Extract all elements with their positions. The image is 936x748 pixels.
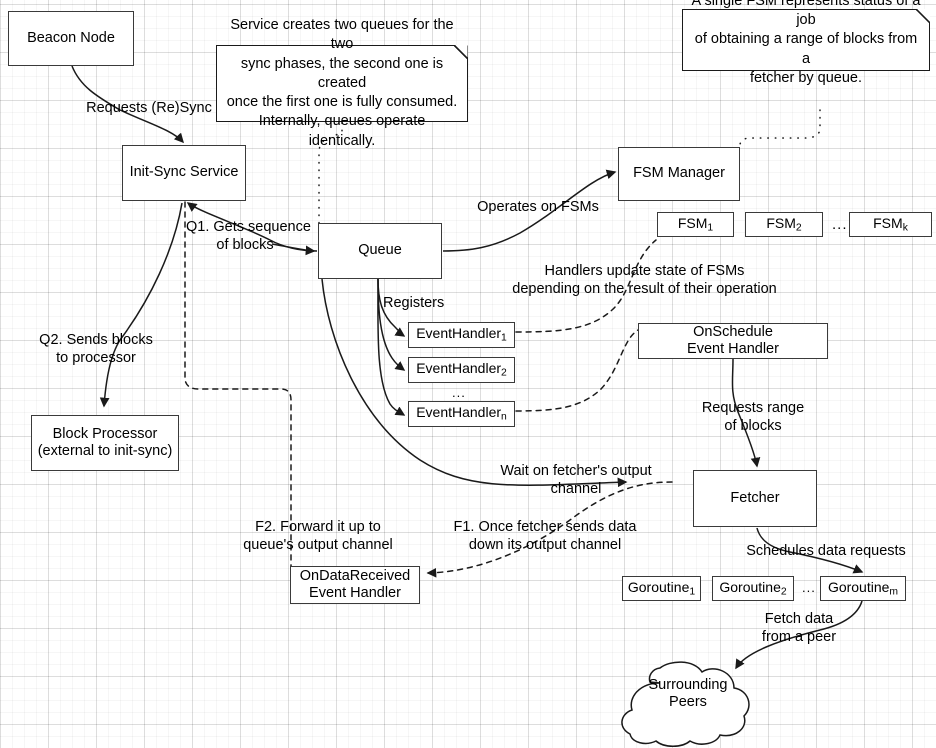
block-processor-label-1: Block Processor (52, 425, 158, 442)
node-fsm-k[interactable]: FSMk (849, 212, 932, 237)
edge-onschedule-to-fetcher (731, 358, 761, 468)
label-f1-once-fetcher: F1. Once fetcher sends data down its out… (453, 519, 637, 553)
edge-initsync-to-blockprocessor-q2 (99, 202, 183, 408)
label-q1-gets-sequence: Q1. Gets sequence of blocks (186, 219, 311, 253)
ondatareceived-label-2: Event Handler (309, 585, 401, 601)
note-fsm: A single FSM represents status of a job … (682, 0, 930, 86)
label-operates-on-fsms: Operates on FSMs (477, 199, 599, 215)
fsm-k-subscript: k (902, 222, 908, 234)
edge-queue-to-eventhandlern (377, 278, 406, 416)
fsm-2-subscript: 2 (795, 222, 802, 234)
onschedule-label-2: Event Handler (687, 341, 779, 357)
edge-eventhandlern-to-onschedule (515, 329, 639, 412)
label-handlers-update-fsms: Handlers update state of FSMs depending … (512, 263, 777, 297)
node-fsm-1[interactable]: FSM1 (657, 212, 734, 237)
label-requests-resync: Requests (Re)Sync (86, 100, 212, 116)
node-event-handler-1[interactable]: EventHandler1 (408, 322, 515, 348)
edge-eventhandler1-to-fsm1 (515, 239, 657, 333)
label-schedules-data-requests: Schedules data requests (746, 543, 906, 559)
edge-initsync-to-queue (271, 243, 316, 256)
event-handler-2-subscript: 2 (501, 367, 507, 379)
ondatareceived-label-1: OnDataReceived (299, 567, 411, 584)
note-queue-text: Service creates two queues for the two s… (226, 17, 458, 149)
edge-fetcher-to-ondatareceived-f1 (426, 481, 673, 578)
goroutine-1-subscript: 1 (689, 586, 696, 598)
edge-goroutinem-to-peers (735, 600, 863, 670)
label-fetch-data-from-peer: Fetch data from a peer (761, 611, 837, 645)
goroutine-1-label: Goroutine (627, 578, 690, 595)
surrounding-peers-cloud-shape[interactable] (621, 661, 750, 747)
label-f2-forward: F2. Forward it up to queue's output chan… (243, 519, 393, 553)
goroutine-2-subscript: 2 (780, 586, 787, 598)
onschedule-label-1: OnSchedule (693, 323, 773, 340)
goroutine-m-subscript: m (889, 586, 899, 598)
node-queue[interactable]: Queue (318, 223, 442, 279)
note-queue: Service creates two queues for the two s… (216, 17, 468, 149)
event-handler-1-subscript: 1 (501, 332, 507, 344)
node-block-processor[interactable]: Block Processor (external to init-sync) (31, 415, 179, 471)
label-registers: Registers (383, 295, 445, 311)
surrounding-peers-label: Surrounding Peers (634, 677, 742, 712)
node-goroutine-1[interactable]: Goroutine1 (622, 576, 701, 601)
node-event-handler-2[interactable]: EventHandler2 (408, 357, 515, 383)
node-ondatareceived-event-handler[interactable]: OnDataReceived Event Handler (290, 566, 420, 604)
queue-label: Queue (358, 242, 402, 259)
edge-beacon-to-initsync (71, 65, 184, 144)
node-goroutine-2[interactable]: Goroutine2 (712, 576, 794, 601)
edge-queue-to-eventhandler1 (377, 278, 406, 337)
label-requests-range-of-blocks: Requests range of blocks (701, 400, 805, 434)
edge-note-queue-dotted (318, 121, 343, 224)
note-fsm-fold-icon (916, 9, 930, 23)
node-beacon-node[interactable]: Beacon Node (8, 11, 134, 66)
fsm-manager-label: FSM Manager (633, 165, 725, 182)
fetcher-label: Fetcher (730, 489, 780, 506)
edge-initsync-dashed-down (184, 201, 292, 567)
goroutine-row-ellipsis: ... (802, 580, 816, 595)
edge-fetcher-to-goroutinem (756, 527, 864, 574)
goroutine-2-label: Goroutine (719, 578, 781, 595)
fsm-2-label: FSM (766, 214, 796, 231)
edge-queue-to-fsmmanager (442, 169, 617, 252)
node-fsm-2[interactable]: FSM2 (745, 212, 823, 237)
edge-queue-to-fetcher-wait (321, 278, 628, 488)
label-q2-sends-blocks: Q2. Sends blocks to processor (39, 332, 153, 366)
node-fsm-manager[interactable]: FSM Manager (618, 147, 740, 201)
goroutine-m-label: Goroutine (827, 578, 890, 595)
node-onschedule-event-handler[interactable]: OnSchedule Event Handler (638, 323, 828, 359)
node-fetcher[interactable]: Fetcher (693, 470, 817, 527)
init-sync-service-label: Init-Sync Service (129, 164, 239, 181)
event-handler-1-label: EventHandler (416, 325, 502, 342)
fsm-row-ellipsis: ... (832, 216, 848, 233)
fsm-1-label: FSM (677, 214, 708, 231)
note-queue-fold-icon (454, 45, 468, 59)
node-goroutine-m[interactable]: Goroutinem (820, 576, 906, 601)
beacon-node-label: Beacon Node (27, 29, 115, 46)
block-processor-label-2: (external to init-sync) (37, 443, 173, 459)
event-handler-2-label: EventHandler (416, 360, 502, 377)
label-wait-on-fetcher-output: Wait on fetcher's output channel (500, 463, 652, 497)
surrounding-peers-label-2: Peers (669, 694, 707, 711)
event-handler-ellipsis: ... (452, 385, 466, 400)
surrounding-peers-label-1: Surrounding (648, 677, 728, 693)
note-fsm-text: A single FSM represents status of a job … (691, 0, 921, 86)
fsm-k-label: FSM (873, 214, 903, 231)
fsm-1-subscript: 1 (707, 222, 714, 234)
event-handler-n-label: EventHandler (416, 404, 502, 421)
node-init-sync-service[interactable]: Init-Sync Service (122, 145, 246, 201)
node-event-handler-n[interactable]: EventHandlern (408, 401, 515, 427)
event-handler-n-subscript: n (501, 411, 507, 423)
